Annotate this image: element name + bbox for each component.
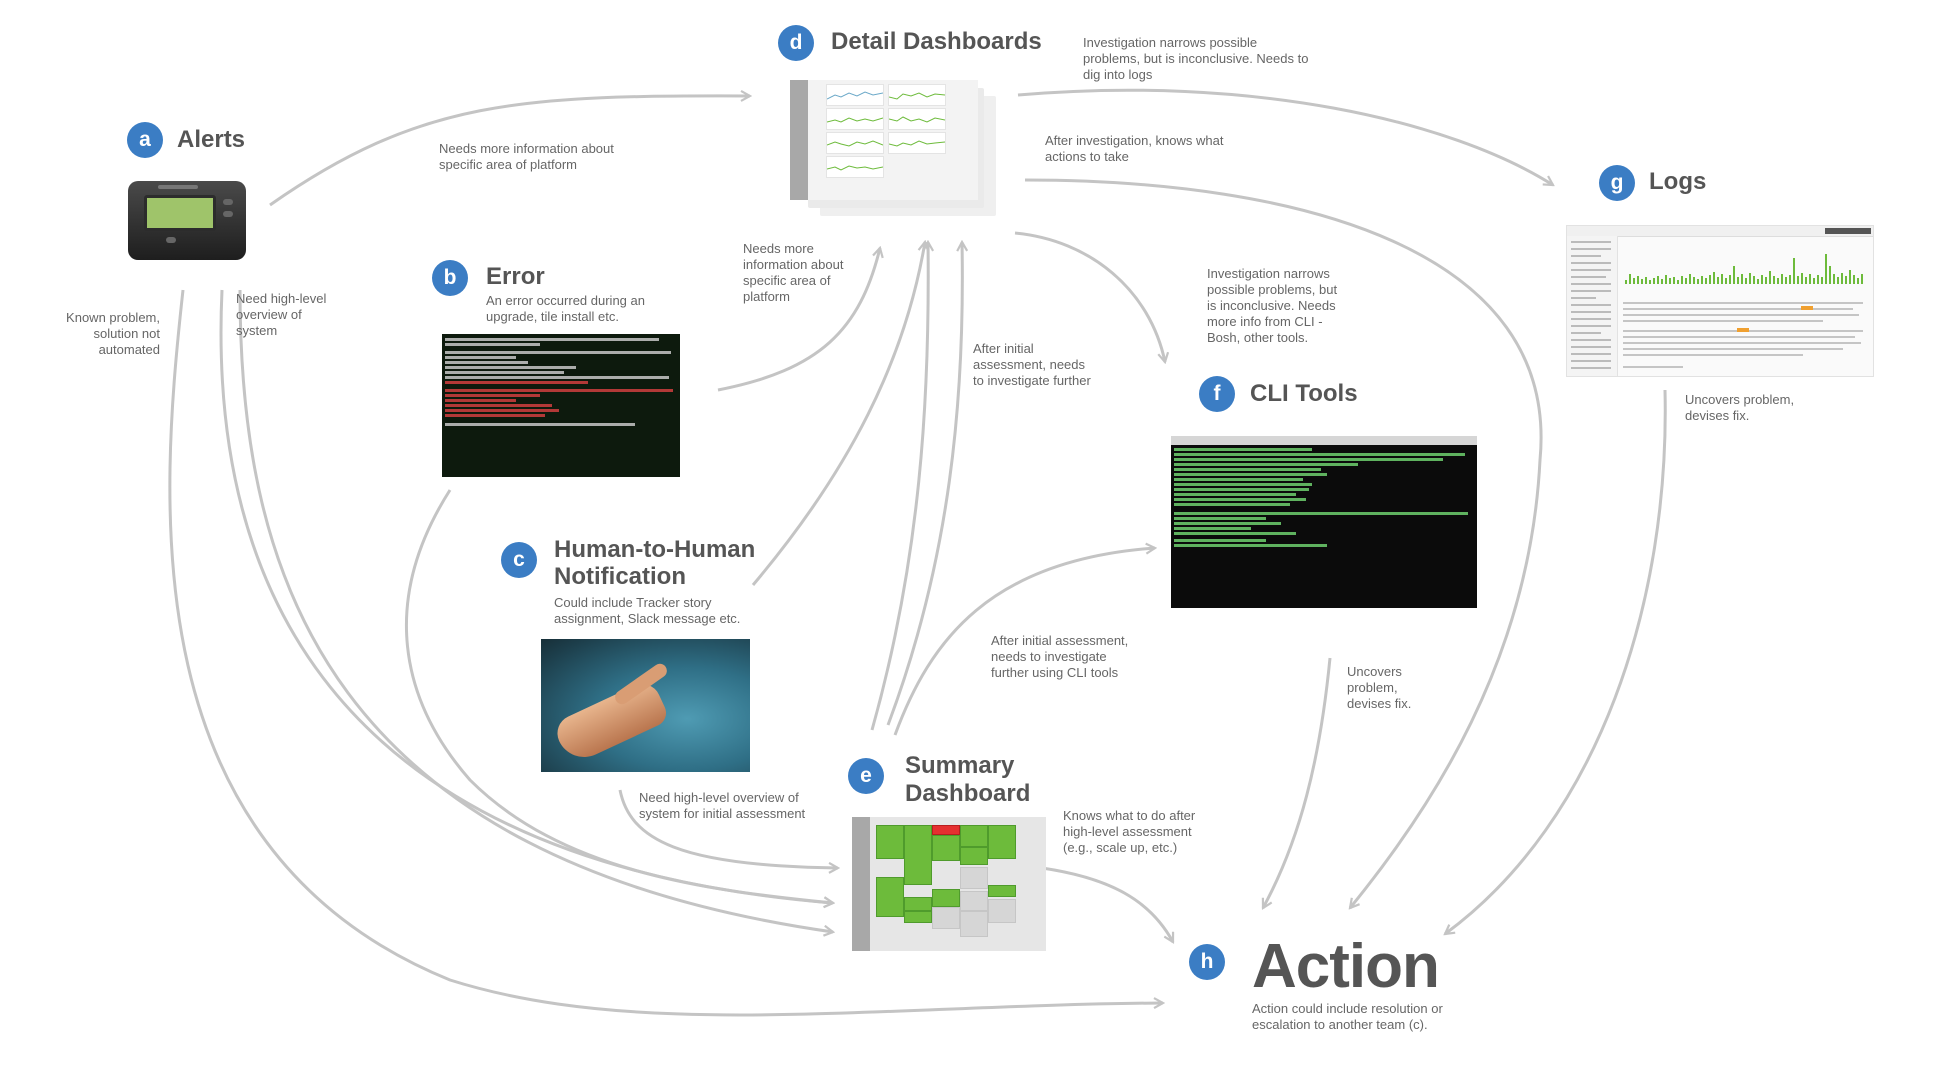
caption-summary-to-cli: After initial assessment, needs to inves… [991,633,1129,680]
badge-f: f [1199,376,1235,412]
caption-alerts-known-problem: Known problem, solution not automated [66,310,160,357]
arrow-summary-to-detail-2 [886,242,962,726]
human-description: Could include Tracker story assignment, … [554,595,741,626]
arrow-cli-to-action [1261,657,1332,908]
mini-chart [826,132,884,154]
caption-detail-to-cli: Investigation narrows possible problems,… [1207,266,1338,345]
action-description: Action could include resolution or escal… [1252,1001,1443,1032]
hand-photo [541,639,750,772]
badge-g: g [1599,165,1635,201]
mini-chart [826,108,884,130]
summary-title-line2: Dashboard [905,780,1031,807]
badge-e: e [848,758,884,794]
caption-human-to-summary: Need high-level overview of system for i… [639,790,806,821]
human-title-line2: Notification [554,563,686,590]
human-title-line1: Human-to-Human [554,536,756,563]
mini-chart [826,156,884,178]
logs-title: Logs [1649,168,1707,195]
action-title: Action [1252,932,1440,1001]
caption-cli-to-action: Uncovers problem, devises fix. [1347,664,1412,711]
error-description: An error occurred during an upgrade, til… [486,293,645,324]
caption-summary-to-action: Knows what to do after high-level assess… [1063,808,1196,855]
logs-sidebar [1567,236,1618,376]
caption-summary-to-detail: After initial assessment, needs to inves… [973,341,1091,388]
summary-title-line1: Summary [905,752,1015,779]
dashboard-thumbnail [790,80,978,200]
terminal-screenshot [442,334,680,477]
arrow-summary-to-detail-1 [870,242,928,731]
pager-button [223,199,233,205]
mini-chart [826,84,884,106]
caption-detail-to-action: After investigation, knows what actions … [1045,133,1224,164]
caption-logs-to-action: Uncovers problem, devises fix. [1685,392,1795,423]
summary-dashboard-thumbnail [852,817,1046,951]
cli-tools-title: CLI Tools [1250,380,1358,407]
alerts-title: Alerts [177,126,246,153]
badge-a: a [127,122,163,158]
caption-alerts-to-detail: Needs more information about specific ar… [439,141,614,172]
pager-button [166,237,176,243]
badge-c: c [501,542,537,578]
cli-terminal-screenshot [1171,436,1477,608]
mini-chart [888,132,946,154]
detail-dashboards-title: Detail Dashboards [831,28,1042,55]
error-title: Error [486,263,545,290]
logs-topbar [1567,226,1873,237]
caption-alerts-high-level: Need high-level overview of system [236,291,327,338]
mini-chart [888,84,946,106]
pager-image [128,181,246,260]
badge-d: d [778,25,814,61]
caption-detail-to-logs: Investigation narrows possible problems,… [1083,35,1309,82]
mini-chart [888,108,946,130]
pager-brand [158,185,198,189]
badge-b: b [432,260,468,296]
arrow-logs-to-action [1445,389,1667,934]
logs-screenshot [1566,225,1874,377]
arrow-summary-to-action [1041,866,1175,942]
logs-histogram [1625,254,1863,284]
pager-screen [144,195,216,231]
caption-error-to-detail: Needs more information about specific ar… [743,241,844,304]
badge-h: h [1189,944,1225,980]
photo-hand [551,677,671,767]
pager-button [223,211,233,217]
